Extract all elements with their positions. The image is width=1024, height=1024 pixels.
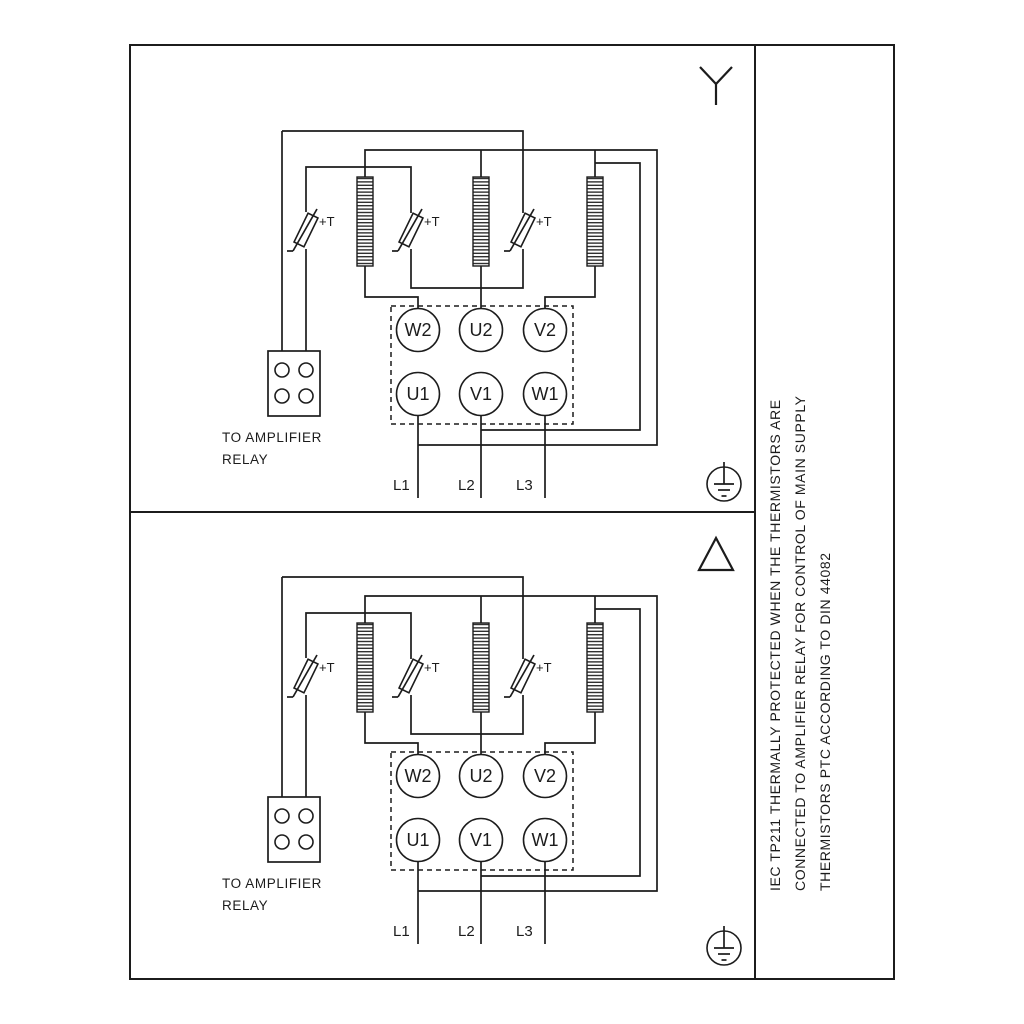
terminal-circle-u1 <box>395 371 441 417</box>
supply-label-l3: L3 <box>516 923 533 940</box>
amplifier-caption-line1: TO AMPLIFIER <box>222 876 322 891</box>
motor-winding-coil <box>356 176 374 267</box>
thermistor-symbol <box>504 208 537 252</box>
thermistor-label: +T <box>319 214 335 229</box>
panel-linework-delta <box>267 576 658 945</box>
thermistor-label: +T <box>536 214 552 229</box>
wire <box>305 166 412 213</box>
terminal-label-w2: W2 <box>405 766 432 786</box>
relay-terminal <box>298 388 314 404</box>
terminal-label-w2: W2 <box>405 320 432 340</box>
motor-winding-coil <box>472 176 490 267</box>
terminal-label-v1: V1 <box>470 830 492 850</box>
wire <box>544 266 596 309</box>
thermistor-label: +T <box>424 660 440 675</box>
motor-winding-coil <box>586 176 604 267</box>
terminal-label-u1: U1 <box>406 830 429 850</box>
amplifier-caption-line1: TO AMPLIFIER <box>222 430 322 445</box>
terminal-circle-w2 <box>395 307 441 353</box>
side-note-line-2: CONNECTED TO AMPLIFIER RELAY FOR CONTROL… <box>792 395 808 891</box>
supply-label-l1: L1 <box>393 923 410 940</box>
terminal-label-v2: V2 <box>534 766 556 786</box>
thermistor-symbol <box>287 208 320 252</box>
terminal-label-u2: U2 <box>469 320 492 340</box>
earth-ground-icon <box>706 926 742 966</box>
side-note: IEC TP211 THERMALLY PROTECTED WHEN THE T… <box>763 46 838 891</box>
star-connection-icon <box>699 66 733 105</box>
wire <box>364 266 419 309</box>
terminal-label-u2: U2 <box>469 766 492 786</box>
supply-label-l1: L1 <box>393 477 410 494</box>
wire <box>364 149 658 446</box>
terminal-label-w1: W1 <box>532 384 559 404</box>
wire <box>410 249 524 289</box>
thermistor-label: +T <box>424 214 440 229</box>
terminal-board <box>390 305 574 425</box>
terminal-label-v2: V2 <box>534 320 556 340</box>
supply-label-l2: L2 <box>458 923 475 940</box>
terminal-circle-v1 <box>458 371 504 417</box>
delta-connection-icon <box>697 535 735 572</box>
supply-label-l2: L2 <box>458 477 475 494</box>
side-note-line-3: THERMISTORS PTC ACCORDING TO DIN 44082 <box>817 552 833 891</box>
relay-terminal <box>298 362 314 378</box>
relay-terminal <box>274 362 290 378</box>
side-note-line-1: IEC TP211 THERMALLY PROTECTED WHEN THE T… <box>767 399 783 891</box>
wire <box>481 162 641 431</box>
terminal-circle-v2 <box>522 307 568 353</box>
thermistor-label: +T <box>536 660 552 675</box>
terminal-circle-u2 <box>458 307 504 353</box>
terminal-label-v1: V1 <box>470 384 492 404</box>
panel-linework-star <box>267 130 658 498</box>
amplifier-caption-line2: RELAY <box>222 898 268 913</box>
terminal-label-w1: W1 <box>532 830 559 850</box>
drawing-frame <box>129 44 895 980</box>
relay-terminal <box>274 388 290 404</box>
earth-ground-icon <box>706 462 742 502</box>
terminal-label-u1: U1 <box>406 384 429 404</box>
amplifier-relay-box <box>267 350 321 417</box>
thermistor-symbol <box>392 208 425 252</box>
supply-label-l3: L3 <box>516 477 533 494</box>
amplifier-caption-line2: RELAY <box>222 452 268 467</box>
thermistor-label: +T <box>319 660 335 675</box>
wire <box>282 130 524 213</box>
terminal-circle-w1 <box>522 371 568 417</box>
